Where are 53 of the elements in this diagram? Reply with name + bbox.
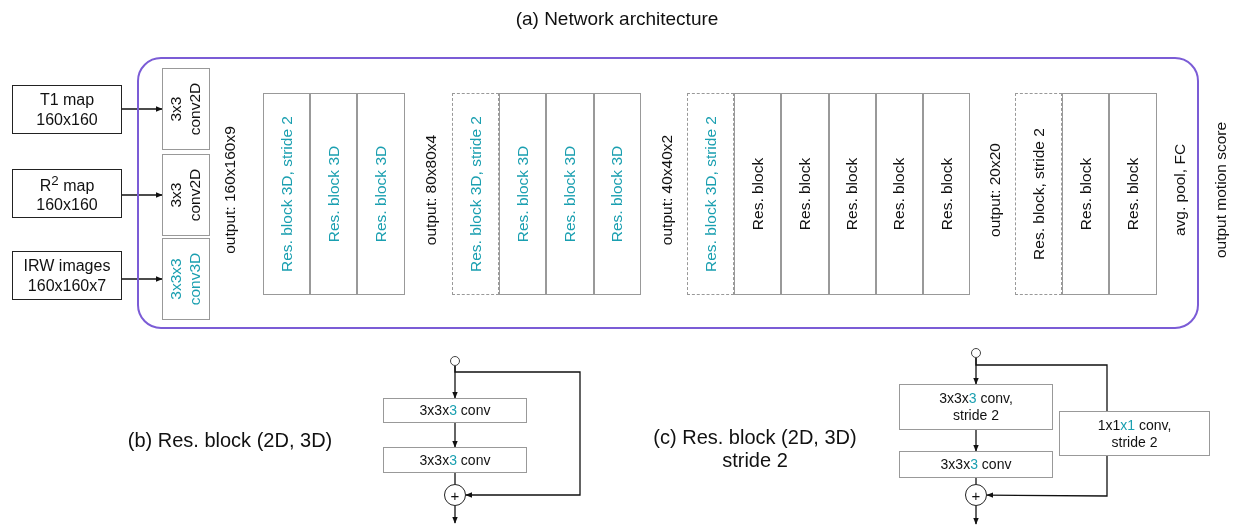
output-label: output motion score bbox=[1212, 121, 1230, 259]
arrow bbox=[121, 276, 163, 282]
res-block-box: Res. block 3D bbox=[546, 93, 594, 295]
res-block-box: Res. block 3D bbox=[593, 93, 641, 295]
arrow bbox=[121, 192, 163, 198]
input-box: T1 map 160x160 bbox=[12, 85, 122, 134]
arrow bbox=[973, 505, 979, 525]
plus-junction: + bbox=[965, 484, 987, 506]
pooling-label: avg. pool, FC bbox=[1171, 143, 1189, 237]
res-block-box: Res. block bbox=[781, 93, 829, 295]
network-panel bbox=[137, 57, 1199, 329]
conv-box: 3x3x3 conv, stride 2 bbox=[899, 384, 1053, 430]
figure-title: (a) Network architecture bbox=[515, 8, 719, 30]
res-block-box: Res. block bbox=[875, 93, 923, 295]
plus-junction: + bbox=[444, 484, 466, 506]
input-point bbox=[450, 356, 460, 366]
output-size-label: output: 40x40x2 bbox=[658, 134, 676, 246]
res-block-box: Res. block bbox=[734, 93, 782, 295]
arrow bbox=[973, 429, 979, 452]
res-block-box: Res. block 3D, stride 2 bbox=[263, 93, 311, 295]
arrow bbox=[986, 455, 1108, 498]
res-block-box: Res. block 3D bbox=[310, 93, 358, 295]
arrow bbox=[452, 505, 458, 524]
input-box: R$^{2}$ map 160x160 bbox=[12, 169, 122, 218]
res-block-box: Res. block 3D, stride 2 bbox=[687, 93, 735, 295]
output-size-label: output: 160x160x9 bbox=[221, 126, 239, 254]
connector-line bbox=[975, 357, 1108, 412]
connector-line bbox=[975, 477, 977, 485]
input-box: IRW images 160x160x7 bbox=[12, 251, 122, 300]
output-size-label: output: 20x20 bbox=[986, 143, 1004, 237]
connector-line bbox=[454, 472, 456, 485]
conv-box: 3x3x3 conv bbox=[383, 398, 527, 423]
conv-box: 1x1x1 conv, stride 2 bbox=[1059, 411, 1210, 456]
res-block-box: Res. block, stride 2 bbox=[1015, 93, 1063, 295]
res-block-box: Res. block bbox=[1062, 93, 1110, 295]
arrow bbox=[452, 422, 458, 448]
conv-box: 3x3x3 conv bbox=[383, 447, 527, 473]
res-block-box: Res. block bbox=[1109, 93, 1157, 295]
output-size-label: output: 80x80x4 bbox=[422, 134, 440, 246]
input-point bbox=[971, 348, 981, 358]
conv-layer-box: 3x3 conv2D bbox=[162, 154, 210, 236]
res-block-box: Res. block bbox=[923, 93, 971, 295]
conv-box: 3x3x3 conv bbox=[899, 451, 1053, 478]
arrow bbox=[121, 106, 163, 112]
res-block-box: Res. block 3D bbox=[357, 93, 405, 295]
arrow bbox=[454, 365, 581, 498]
panel-caption: (c) Res. block (2D, 3D) stride 2 bbox=[652, 426, 858, 472]
conv-layer-box: 3x3 conv2D bbox=[162, 68, 210, 150]
panel-caption: (b) Res. block (2D, 3D) bbox=[126, 428, 334, 452]
res-block-box: Res. block 3D bbox=[499, 93, 547, 295]
conv-layer-box: 3x3x3 conv3D bbox=[162, 238, 210, 320]
res-block-box: Res. block 3D, stride 2 bbox=[452, 93, 500, 295]
res-block-box: Res. block bbox=[828, 93, 876, 295]
